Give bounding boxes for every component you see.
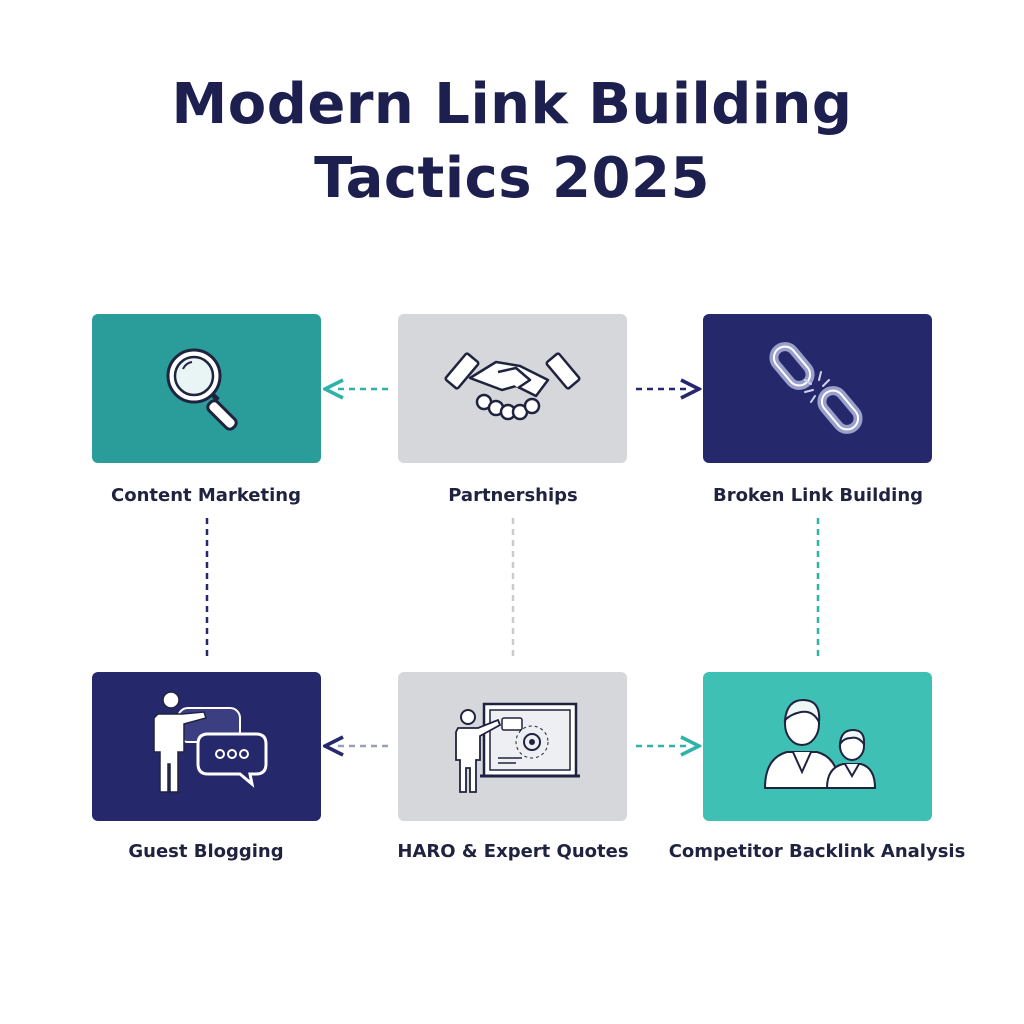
broken-chain-icon — [769, 342, 863, 434]
magnifier-icon — [166, 348, 238, 431]
guest-blogging-label: Guest Blogging — [128, 841, 284, 862]
guest-blogging-card[interactable] — [92, 672, 321, 821]
presentation-board-icon — [455, 702, 580, 793]
broken-link-building-card[interactable] — [703, 314, 932, 463]
title-line-1: Modern Link Building — [171, 72, 853, 137]
page-title: Modern Link Building Tactics 2025 — [0, 68, 1024, 216]
title-line-2: Tactics 2025 — [314, 146, 710, 211]
broken-link-building-label: Broken Link Building — [712, 485, 924, 506]
competitor-backlink-analysis-label: Competitor Backlink Analysis — [668, 841, 966, 862]
haro-expert-quotes-card[interactable] — [398, 672, 627, 821]
content-marketing-card[interactable] — [92, 314, 321, 463]
partnerships-label: Partnerships — [448, 485, 578, 506]
competitor-backlink-analysis-card[interactable] — [703, 672, 932, 821]
partnerships-card[interactable] — [398, 314, 627, 463]
presenter-chat-icon — [153, 691, 268, 793]
handshake-icon — [444, 352, 581, 421]
haro-expert-quotes-label: HARO & Expert Quotes — [397, 841, 629, 862]
two-people-icon — [763, 698, 877, 789]
content-marketing-label: Content Marketing — [111, 485, 301, 506]
